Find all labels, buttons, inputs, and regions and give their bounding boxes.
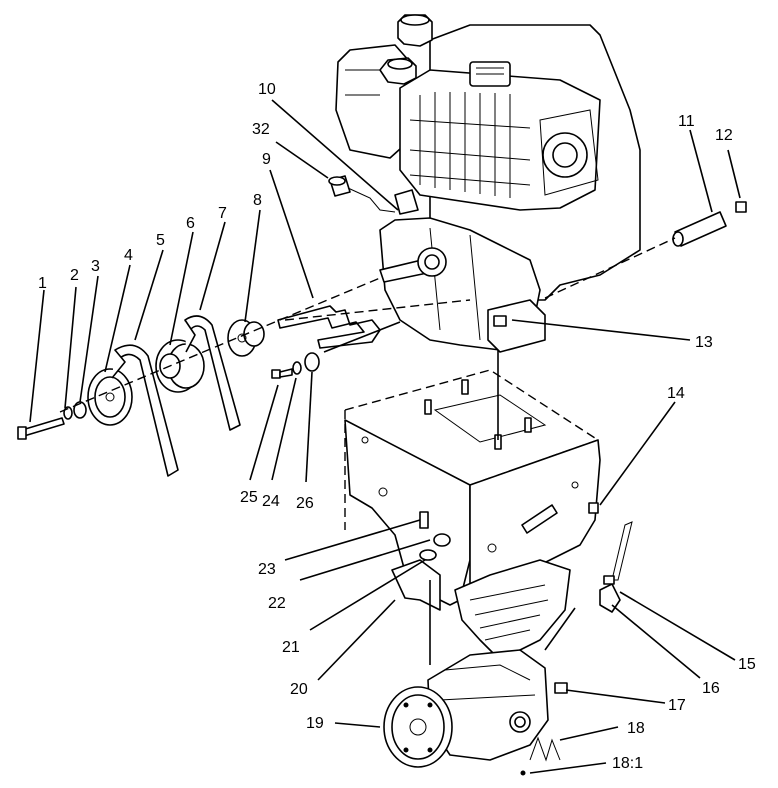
callout-13: 13 xyxy=(695,334,713,351)
callout-12: 12 xyxy=(715,127,733,144)
callout-labels: 1 2 3 4 5 6 7 8 9 10 32 11 12 13 14 15 1… xyxy=(38,81,756,772)
callout-21: 21 xyxy=(282,639,300,656)
callout-18-1: 18:1 xyxy=(612,755,643,772)
callout-19: 19 xyxy=(306,715,324,732)
callout-6: 6 xyxy=(186,215,195,232)
callout-7: 7 xyxy=(218,205,227,222)
callout-11: 11 xyxy=(678,113,695,130)
callout-15: 15 xyxy=(738,656,756,673)
callout-22: 22 xyxy=(268,595,286,612)
callout-18: 18 xyxy=(627,720,645,737)
callout-26: 26 xyxy=(296,495,314,512)
callout-1: 1 xyxy=(38,275,47,292)
callout-24: 24 xyxy=(262,493,280,510)
right-hardware xyxy=(419,201,747,694)
callout-14: 14 xyxy=(667,385,685,402)
linkage-assembly xyxy=(271,175,396,379)
callout-17: 17 xyxy=(668,697,686,714)
gearbox-assembly xyxy=(383,559,571,776)
engine-assembly xyxy=(335,14,641,353)
leader-lines xyxy=(29,99,741,774)
callout-8: 8 xyxy=(253,192,262,209)
callout-23: 23 xyxy=(258,561,276,578)
callout-16: 16 xyxy=(702,680,720,697)
callout-10: 10 xyxy=(258,81,276,98)
callout-3: 3 xyxy=(91,258,100,275)
callout-25: 25 xyxy=(240,489,258,506)
callout-4: 4 xyxy=(124,247,133,264)
callout-5: 5 xyxy=(156,232,165,249)
callout-9: 9 xyxy=(262,151,271,168)
pulley-belt-assembly xyxy=(17,315,265,477)
callout-20: 20 xyxy=(290,681,308,698)
callout-2: 2 xyxy=(70,267,79,284)
callout-32: 32 xyxy=(252,121,270,138)
alignment-lines xyxy=(59,237,676,665)
